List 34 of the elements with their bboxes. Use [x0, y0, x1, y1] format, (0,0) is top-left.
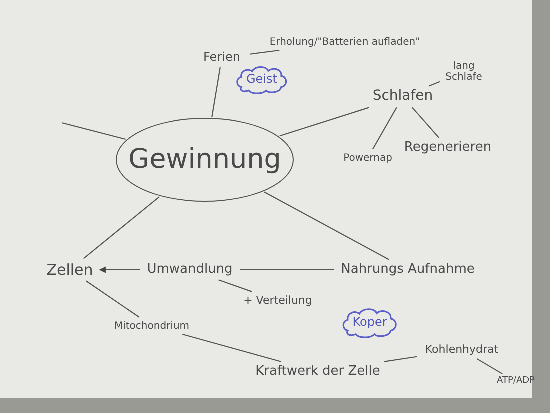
topic-label: Kraftwerk der Zelle: [248, 364, 388, 380]
connector-line: [250, 50, 280, 55]
topic-label: lang Schlafe: [443, 61, 485, 83]
topic-label: Umwandlung: [143, 262, 237, 278]
topic-label: Schlafen: [368, 89, 438, 105]
topic-label: Powernap: [336, 152, 400, 164]
connector-line: [240, 269, 334, 271]
connector-line: [428, 81, 440, 87]
connector-line: [280, 107, 370, 137]
connector-line: [384, 356, 418, 362]
connector-line: [264, 192, 390, 260]
topic-label: Mitochondrium: [105, 320, 199, 332]
arrow: [99, 266, 140, 274]
topic-label: ATP/ADP: [490, 377, 542, 387]
topic-label: Zellen: [43, 262, 97, 278]
topic-label: Nahrungs Aufnahme: [337, 262, 479, 278]
connector-line: [182, 334, 282, 362]
connector-line: [476, 358, 503, 375]
topic-label: + Verteilung: [235, 294, 321, 308]
central-topic: Gewinnung: [128, 145, 282, 175]
topic-label: Ferien: [197, 51, 247, 65]
connector-line: [372, 107, 398, 150]
central-ellipse: [116, 118, 294, 202]
topic-label: Regenerieren: [398, 140, 498, 156]
connector-line: [218, 280, 252, 292]
connector-line: [212, 68, 221, 118]
cloud-label: Koper: [352, 316, 388, 330]
topic-label: Kohlenhydrat: [420, 344, 504, 356]
connector-line: [86, 280, 140, 318]
connector-line: [412, 107, 440, 138]
cloud-label: Geist: [246, 73, 278, 87]
topic-label: Erholung/"Batterien aufladen": [258, 36, 432, 48]
connector-line: [62, 122, 126, 140]
connector-line: [83, 196, 160, 260]
